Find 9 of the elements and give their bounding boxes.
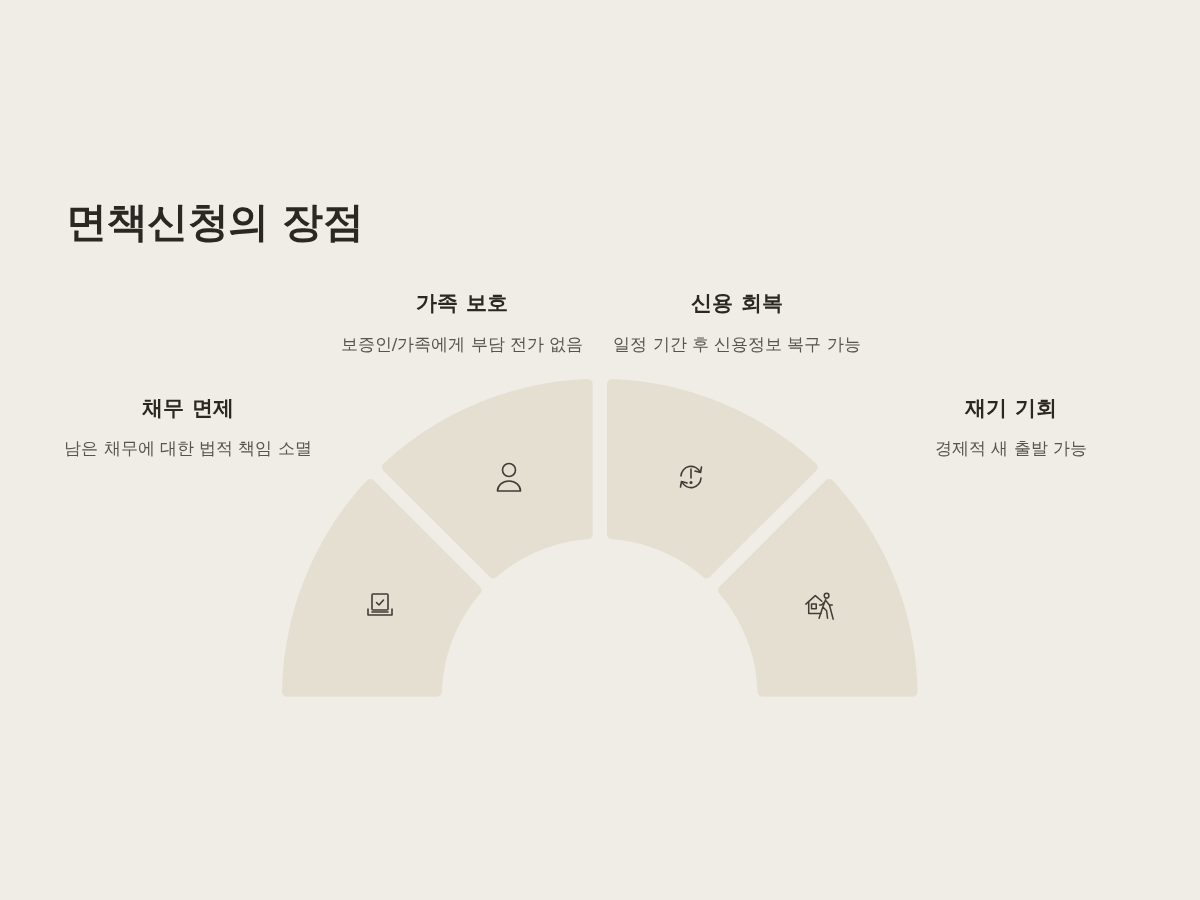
segment-heading: 재기 기회 bbox=[965, 394, 1057, 422]
segment-description: 남은 채무에 대한 법적 책임 소멸 bbox=[64, 438, 312, 460]
title: 면책신청의 장점 bbox=[66, 198, 364, 248]
segment-heading: 가족 보호 bbox=[416, 289, 508, 317]
segment-heading: 신용 회복 bbox=[691, 289, 783, 317]
segment-description: 보증인/가족에게 부담 전가 없음 bbox=[340, 334, 584, 356]
segment-description: 일정 기간 후 신용정보 복구 가능 bbox=[613, 334, 861, 356]
segment-heading: 채무 면제 bbox=[142, 394, 234, 422]
segment-description: 경제적 새 출발 가능 bbox=[935, 438, 1087, 460]
